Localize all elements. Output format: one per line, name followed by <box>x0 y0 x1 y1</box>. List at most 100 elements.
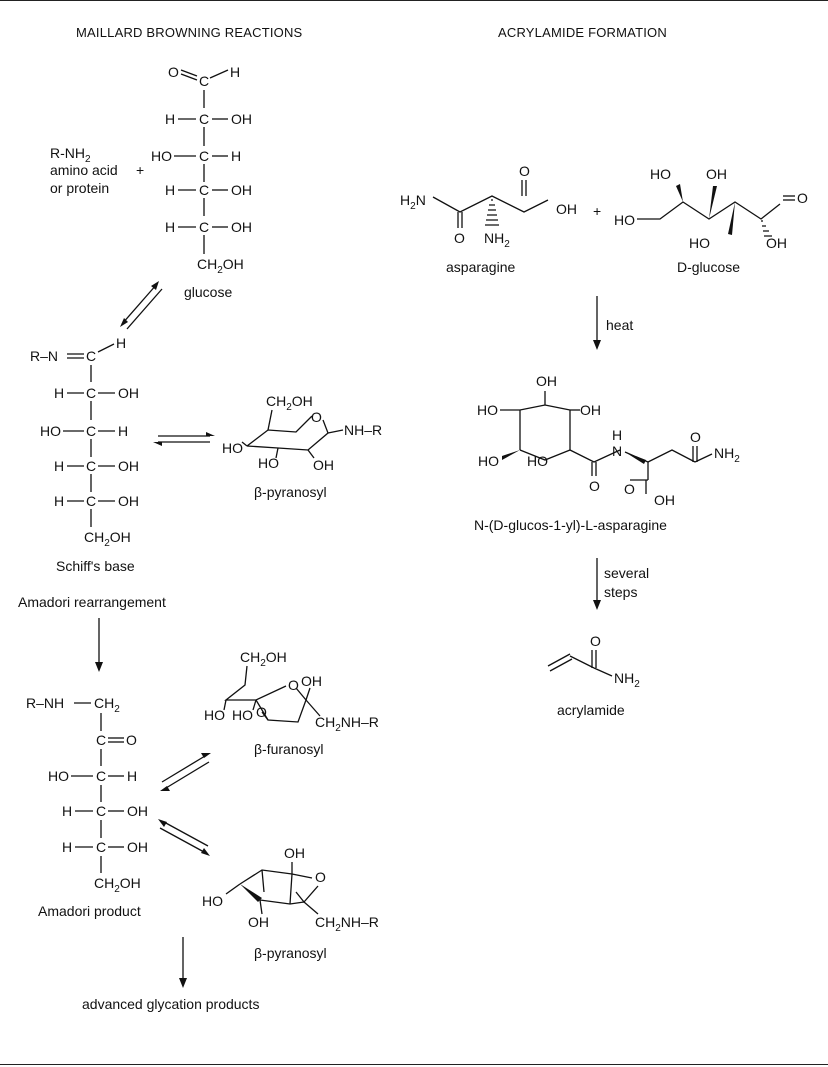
atom-label: OH <box>536 373 557 389</box>
atom-label: NH–R <box>344 422 382 438</box>
atom-label: NH2 <box>614 670 640 690</box>
atom-label: HO <box>202 893 223 909</box>
caption-steps: steps <box>604 584 637 600</box>
caption-d-glucose: D-glucose <box>677 259 740 275</box>
atom-label: O <box>288 677 299 693</box>
atom-label: O <box>590 633 601 649</box>
atom-label: CH2NH–R <box>315 714 379 734</box>
caption-asparagine: asparagine <box>446 259 515 275</box>
caption-several: several <box>604 565 649 581</box>
atom-label: O <box>256 704 267 720</box>
atom-label: O <box>168 64 179 80</box>
caption-beta-furanosyl: β-furanosyl <box>254 741 324 757</box>
atom-label: OH <box>248 914 269 930</box>
atom-label: OH <box>231 111 252 127</box>
atom-label: OH <box>654 492 675 508</box>
asparagine-structure: H2N O O OH NH2 <box>400 163 577 250</box>
atom-label: CH2NH–R <box>315 914 379 934</box>
atom-label: H <box>54 458 64 474</box>
atom-label: HO <box>232 707 253 723</box>
schiff-base-structure: R–N C H H C OH HO C H H C OH H C OH CH2O… <box>30 335 139 549</box>
glucose-fischer-structure: O C H H C OH HO C H H C OH H C OH CH2OH <box>151 64 252 276</box>
atom-label: NH2 <box>714 445 740 465</box>
plus-sign: + <box>136 162 144 178</box>
atom-label: N <box>612 443 622 459</box>
atom-label: CH2OH <box>94 875 141 895</box>
amadori-product-structure: R–NH CH2 C O HO C H H C OH H C OH CH2OH <box>26 695 148 895</box>
atom-label: C <box>96 803 106 819</box>
plus-sign-2: + <box>593 203 601 219</box>
atom-label: C <box>96 839 106 855</box>
atom-label: O <box>311 409 322 425</box>
caption-schiff-base: Schiff's base <box>56 558 135 574</box>
atom-label: C <box>96 768 106 784</box>
atom-label: HO <box>48 768 69 784</box>
reagent-formula: R-NH2 <box>50 145 91 165</box>
atom-label: HO <box>527 453 548 469</box>
atom-label: OH <box>284 845 305 861</box>
atom-label: OH <box>766 235 787 251</box>
bottom-border <box>0 1064 828 1065</box>
atom-label: OH <box>706 166 727 182</box>
atom-label: OH <box>231 219 252 235</box>
caption-amadori-rearrangement: Amadori rearrangement <box>18 594 166 610</box>
atom-label: CH2OH <box>197 256 244 276</box>
atom-label: H <box>612 427 622 443</box>
atom-label: HO <box>614 212 635 228</box>
beta-furanosyl-ring: CH2OH O OH CH2NH–R HO HO O <box>204 649 379 734</box>
atom-label: H <box>230 64 240 80</box>
beta-pyranosyl-ring-1: CH2OH O NH–R HO HO OH <box>222 393 382 473</box>
atom-label: OH <box>231 182 252 198</box>
beta-pyranosyl-ring-2: OH O HO OH CH2NH–R <box>202 845 379 934</box>
equilibrium-arrow-2 <box>153 432 215 446</box>
atom-label: CH2OH <box>266 393 313 413</box>
atom-label: HO <box>650 166 671 182</box>
atom-label: R–NH <box>26 695 64 711</box>
atom-label: H <box>165 111 175 127</box>
reagent-line-protein: or protein <box>50 180 109 196</box>
atom-label: O <box>797 190 808 206</box>
arrow-several-steps <box>593 558 601 610</box>
d-glucose-structure: HO O HO OH HO OH <box>614 166 808 251</box>
caption-beta-pyranosyl-2: β-pyranosyl <box>254 945 327 961</box>
glucosyl-asparagine-structure: OH HO OH HO HO O H N O NH2 O OH <box>477 373 740 508</box>
arrow-heat <box>593 296 601 350</box>
atom-label: OH <box>556 201 577 217</box>
equilibrium-arrow-4 <box>158 819 210 856</box>
heading-maillard: MAILLARD BROWNING REACTIONS <box>76 25 303 40</box>
atom-label: C <box>86 423 96 439</box>
atom-label: O <box>519 163 530 179</box>
arrow-to-advanced-glycation <box>179 937 187 988</box>
equilibrium-arrow-1 <box>120 281 163 330</box>
atom-label: C <box>96 732 106 748</box>
atom-label: OH <box>118 458 139 474</box>
atom-label: H <box>165 182 175 198</box>
atom-label: C <box>86 348 96 364</box>
caption-amadori-product: Amadori product <box>38 903 141 919</box>
atom-label: C <box>86 458 96 474</box>
atom-label: H <box>118 423 128 439</box>
caption-heat: heat <box>606 317 633 333</box>
equilibrium-arrow-3 <box>160 753 211 791</box>
atom-label: O <box>624 481 635 497</box>
atom-label: OH <box>127 803 148 819</box>
atom-label: HO <box>204 707 225 723</box>
reagent-line-amino-acid: amino acid <box>50 162 118 178</box>
atom-label: HO <box>689 235 710 251</box>
top-border <box>0 0 828 1</box>
caption-beta-pyranosyl-1: β-pyranosyl <box>254 484 327 500</box>
caption-glucosyl-asparagine: N-(D-glucos-1-yl)-L-asparagine <box>474 517 667 533</box>
caption-acrylamide: acrylamide <box>557 702 625 718</box>
atom-label: H <box>127 768 137 784</box>
atom-label: C <box>199 148 209 164</box>
atom-label: CH2OH <box>240 649 287 669</box>
atom-label: HO <box>222 440 243 456</box>
atom-label: HO <box>477 402 498 418</box>
atom-label: OH <box>118 385 139 401</box>
atom-label: CH2 <box>94 695 120 715</box>
atom-label: H <box>54 385 64 401</box>
atom-label: O <box>315 869 326 885</box>
atom-label: C <box>199 111 209 127</box>
atom-label: H <box>231 148 241 164</box>
atom-label: OH <box>301 673 322 689</box>
